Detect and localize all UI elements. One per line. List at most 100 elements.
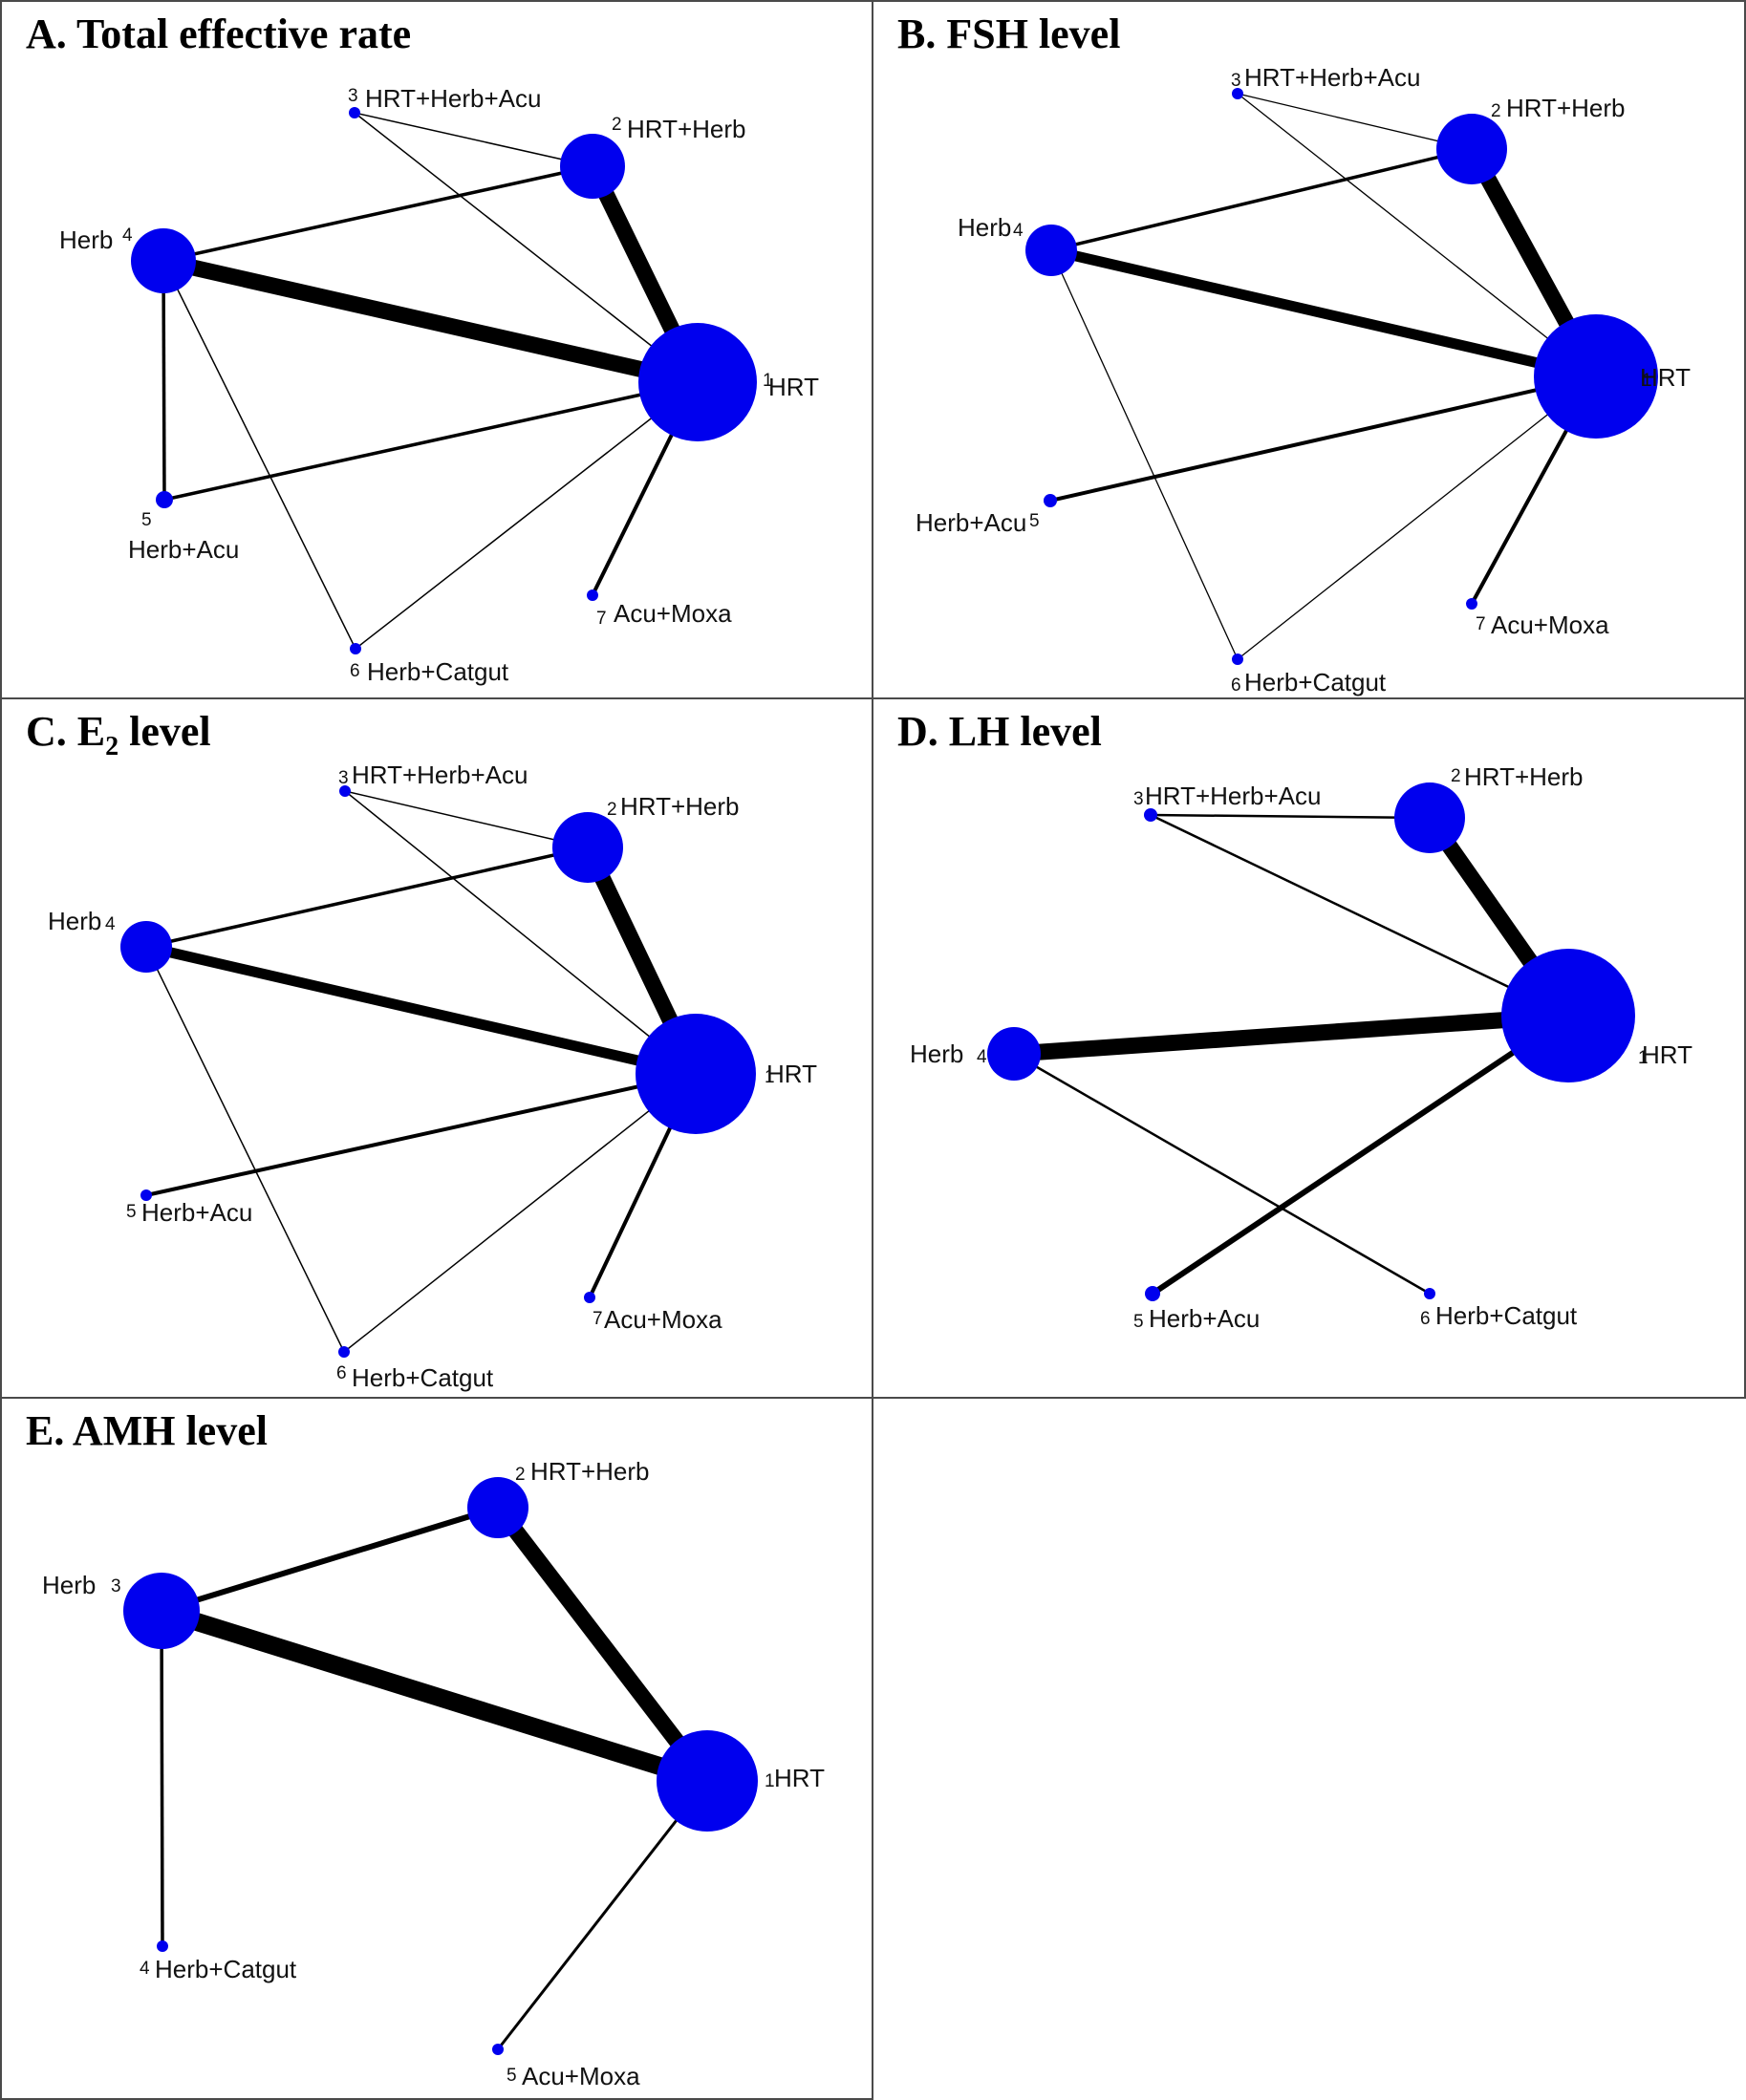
edge-1-6 [355,381,699,650]
node-label: Acu+Moxa [614,599,732,628]
node-label: Herb+Acu [916,508,1026,537]
node-label: Acu+Moxa [1491,611,1609,639]
node-herb-catgut [350,643,361,654]
edge-1-5 [1049,375,1597,503]
edge-1-4 [1049,245,1598,382]
node-number: 5 [1133,1312,1144,1332]
node-herb-acu [1044,494,1057,507]
node-number: 4 [977,1047,987,1067]
node-number: 3 [111,1576,121,1596]
node-label: HRT [766,1060,817,1088]
node-label: Herb [48,907,101,935]
node-number: 5 [126,1202,137,1222]
edge-1-3 [354,112,699,383]
edges-layer [1049,93,1604,660]
panel-title: E. AMH level [26,1407,268,1454]
node-label: Herb+Acu [141,1198,252,1227]
edge-4-6 [1013,1052,1431,1296]
edge-1-3 [1237,93,1597,377]
node-number: 4 [122,225,133,246]
node-hrt-herb-acu [1144,808,1157,822]
edge-2-4 [1050,147,1473,252]
node-label: Acu+Moxa [604,1305,722,1334]
node-number: 7 [593,1309,603,1329]
node-label: Herb [958,213,1011,242]
node-label: HRT [774,1764,825,1792]
edges-layer [1013,813,1575,1296]
node-number: 5 [1029,511,1040,531]
node-number: 1 [765,1771,775,1791]
node-number: 2 [1451,766,1461,786]
node-label: HRT+Herb+Acu [352,761,528,789]
node-acu-moxa [587,589,598,601]
node-number: 7 [1476,614,1486,634]
node-label: HRT [768,373,819,401]
node-acu-moxa [492,2044,504,2055]
node-hrt-herb [1436,114,1507,184]
node-label: Herb+Acu [128,535,239,564]
node-herb [131,228,196,293]
node-label: Herb+Catgut [155,1955,297,1983]
node-herb-acu [140,1189,152,1201]
edge-4-6 [145,946,345,1353]
node-label: HRT [1640,363,1691,392]
node-herb [987,1027,1041,1081]
node-number: 4 [1013,221,1024,241]
edge-2-3 [161,1505,499,1614]
edge-1-5 [163,380,699,502]
node-herb [1025,225,1077,276]
node-number: 3 [348,86,358,106]
node-number: 2 [1491,101,1501,121]
node-label: HRT+Herb+Acu [1145,782,1322,810]
node-hrt-herb [1394,782,1465,853]
node-hrt-herb-acu [339,785,351,797]
edge-4-5 [162,260,166,501]
panel-title: D. LH level [897,708,1102,755]
node-herb-acu [156,491,173,508]
edge-1-4 [1013,1007,1569,1062]
edges-layer [162,112,705,650]
node-herb [123,1573,200,1649]
node-herb-catgut [1232,654,1243,665]
node-hrt [1534,314,1658,439]
node-number: 6 [350,661,360,681]
node-label: Herb+Catgut [1435,1301,1578,1330]
node-number: 3 [1133,789,1144,809]
node-number: 1 [1642,371,1652,391]
node-label: Herb [910,1039,963,1068]
node-hrt [1501,949,1635,1082]
edge-2-4 [162,164,593,263]
node-label: Acu+Moxa [522,2062,640,2090]
edge-1-5 [1151,1013,1570,1296]
node-label: HRT+Herb [627,115,746,143]
edge-1-2 [491,1502,714,1787]
node-label: Herb+Catgut [352,1363,494,1392]
node-acu-moxa [1466,598,1477,610]
edge-1-3 [1150,813,1569,1018]
node-number: 3 [1231,71,1241,91]
edge-2-3 [344,790,589,848]
node-number: 3 [338,768,349,788]
node-number: 2 [515,1465,526,1485]
edge-2-3 [354,112,593,167]
node-number: 5 [141,510,152,530]
node-number: 2 [607,800,617,820]
panel-title: A. Total effective rate [26,11,412,57]
node-number: 4 [140,1959,150,1979]
edges-layer [144,790,703,1353]
node-hrt-herb-acu [349,107,360,118]
node-herb-acu [1145,1286,1160,1301]
node-label: HRT+Herb+Acu [1244,63,1421,92]
node-herb [120,921,172,973]
